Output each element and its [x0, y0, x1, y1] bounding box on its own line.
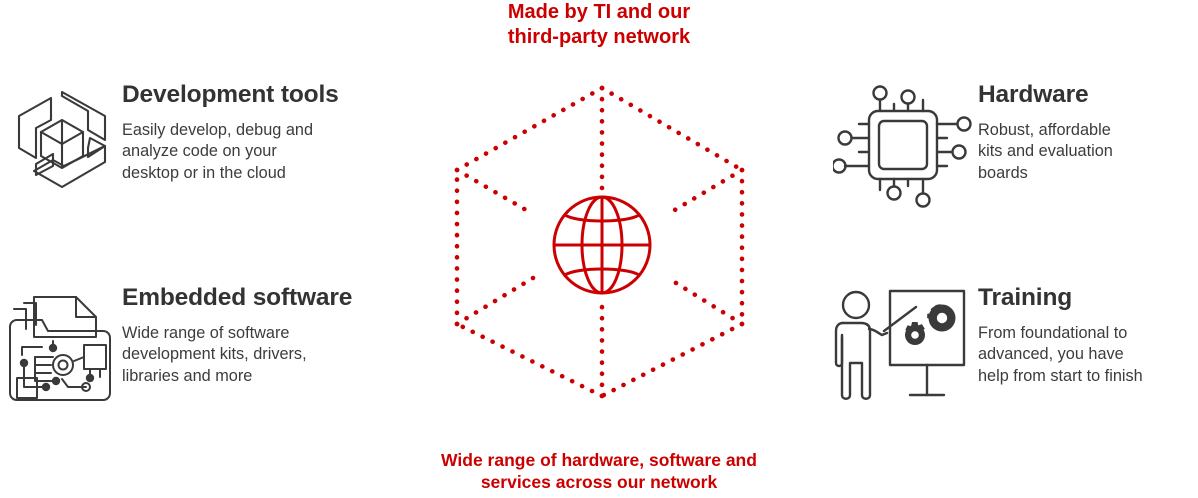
hardware-title: Hardware [978, 81, 1089, 108]
training-description: From foundational to advanced, you have … [978, 323, 1143, 385]
training-text: Training From foundational to advanced, … [978, 283, 1198, 387]
development-tools-icon-wrap [2, 80, 122, 202]
feature-training: Training From foundational to advanced, … [828, 283, 1198, 405]
network-graphic [425, 78, 780, 408]
embedded-software-text: Embedded software Wide range of software… [122, 283, 402, 387]
presenter-gears-icon [832, 283, 974, 412]
development-tools-title: Development tools [122, 81, 339, 108]
folder-circuit-icon [6, 283, 118, 410]
development-tools-description: Easily develop, debug and analyze code o… [122, 120, 313, 182]
embedded-software-icon-wrap [2, 283, 122, 405]
feature-development-tools: Development tools Easily develop, debug … [2, 80, 387, 202]
hardware-text: Hardware Robust, affordable kits and eva… [978, 80, 1198, 184]
training-icon-wrap [828, 283, 978, 405]
feature-embedded-software: Embedded software Wide range of software… [2, 283, 402, 405]
globe-icon [552, 195, 652, 295]
dotted-hexagon-lines [454, 85, 745, 399]
isometric-cube-icon [6, 80, 118, 203]
embedded-software-title: Embedded software [122, 284, 353, 311]
top-caption: Made by TI and our third-party network [507, 1, 691, 48]
development-tools-text: Development tools Easily develop, debug … [122, 80, 387, 184]
hardware-description: Robust, affordable kits and evaluation b… [978, 120, 1113, 182]
microchip-icon [831, 80, 973, 215]
hardware-icon-wrap [828, 80, 978, 208]
bottom-caption: Wide range of hardware, software and ser… [441, 450, 757, 492]
training-title: Training [978, 284, 1073, 311]
hexagon-spokes [454, 85, 745, 399]
embedded-software-description: Wide range of software development kits,… [122, 323, 307, 385]
feature-hardware: Hardware Robust, affordable kits and eva… [828, 80, 1198, 208]
